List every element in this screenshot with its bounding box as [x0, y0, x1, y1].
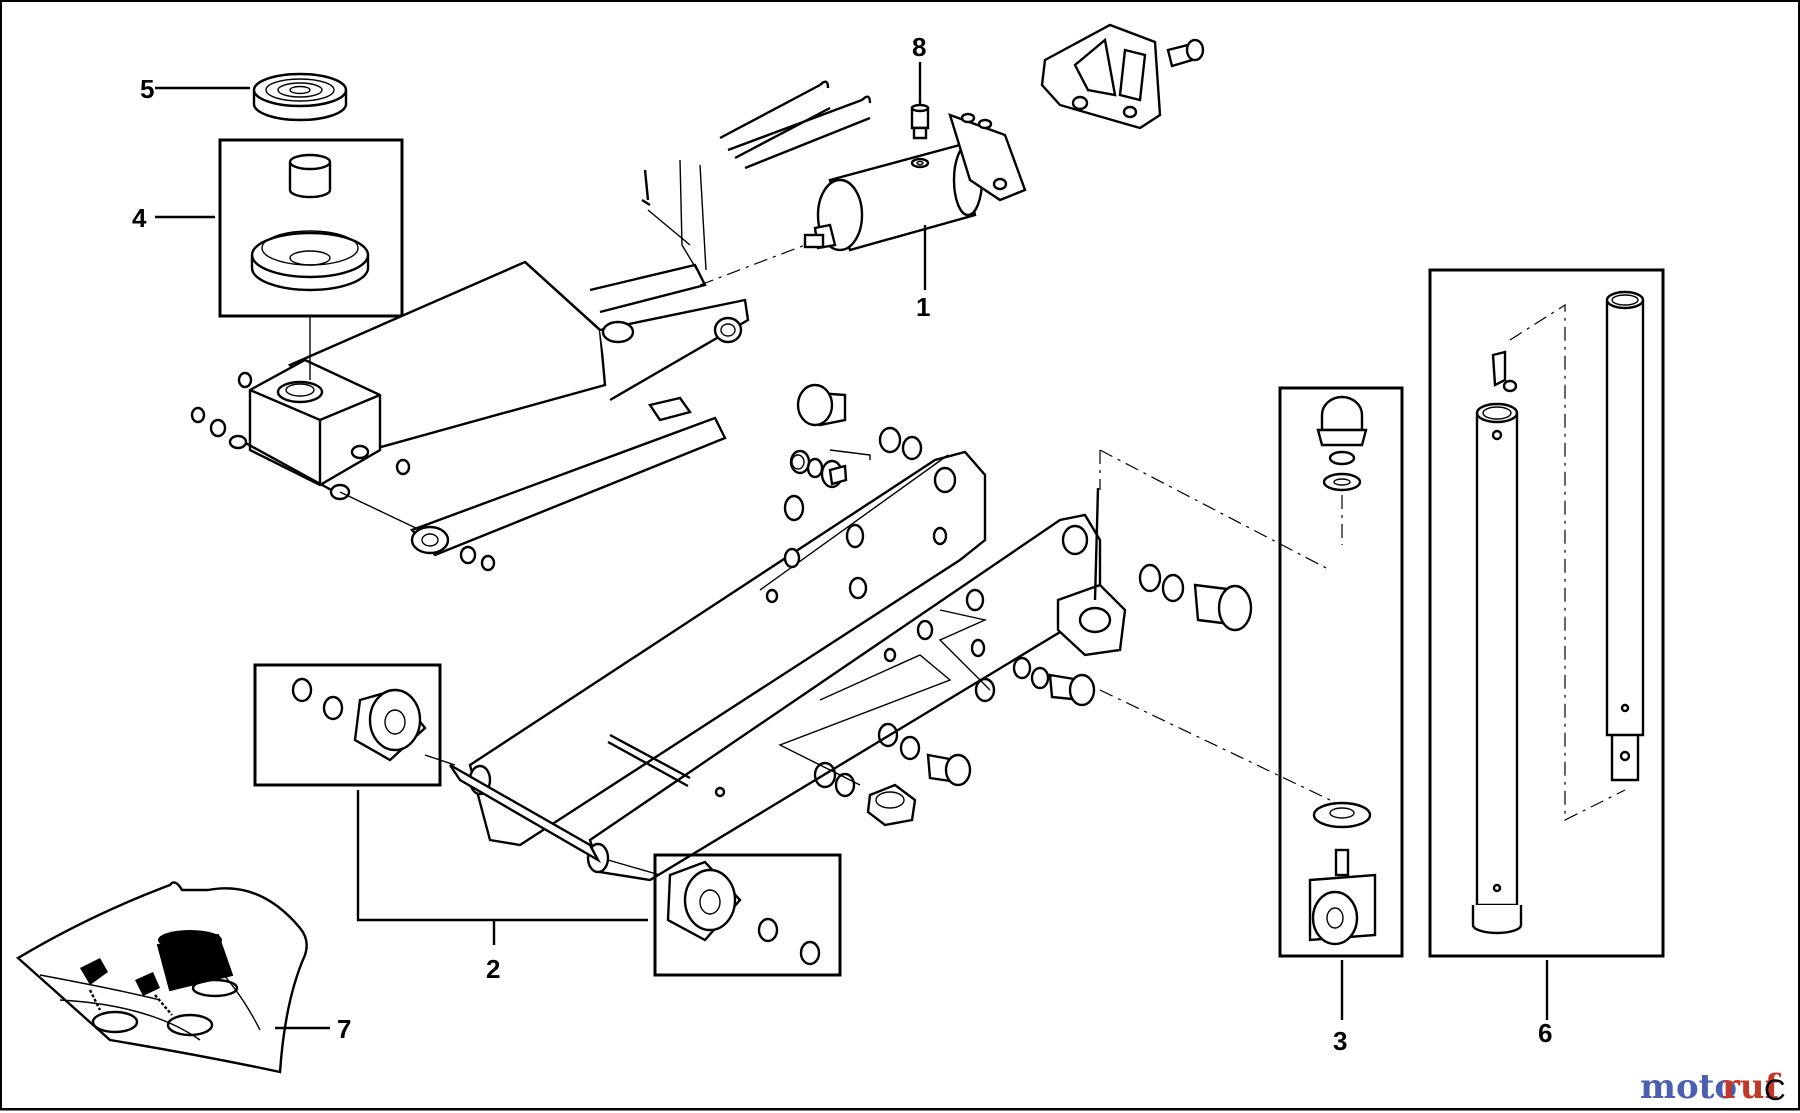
handle-kit-box [1428, 268, 1665, 958]
caster-guide-line-3 [1099, 689, 1331, 801]
link-arm [409, 396, 727, 557]
bracket-screw [1166, 38, 1205, 68]
lift-arm [228, 260, 750, 501]
cotter-pin [641, 169, 651, 207]
saddle-kit [250, 153, 370, 292]
callout-3: 3 [1333, 1026, 1347, 1056]
return-springs [719, 80, 872, 170]
spring-guide-line-2 [699, 164, 707, 271]
link-guide-line [339, 491, 421, 531]
saddle-washers [190, 371, 496, 572]
pump-axis-line [699, 244, 806, 286]
callout-7: 7 [337, 1014, 351, 1044]
front-roller-guide [607, 859, 661, 876]
frame-hardware [789, 383, 1253, 827]
pin-guide-line [647, 209, 691, 246]
saddle-pad [252, 72, 348, 122]
hydraulic-pump [803, 112, 1027, 252]
callout-4: 4 [132, 203, 147, 233]
frame-guide-lines [778, 449, 1100, 786]
handle-kit [1471, 290, 1645, 935]
front-roller-box [653, 853, 842, 977]
rear-roller-box [253, 663, 442, 787]
callout-2: 2 [486, 954, 500, 984]
filler-plug [910, 103, 930, 140]
saddle-kit-box [218, 138, 404, 318]
leader-2-left [356, 790, 648, 922]
rear-roller-kit [291, 677, 427, 762]
callout-8: 8 [912, 32, 926, 62]
watermark-logo: moto ruf C [1640, 1067, 1786, 1107]
caster-kit [1308, 395, 1377, 946]
callout-5: 5 [140, 74, 154, 104]
spring-guide-line [679, 159, 701, 276]
rear-roller-guide [424, 754, 456, 766]
watermark-text-c: C [1764, 1074, 1786, 1107]
watermark-text-a: moto [1640, 1067, 1737, 1107]
front-roller-kit [666, 860, 821, 966]
caster-guide-line-1 [1099, 449, 1331, 571]
callout-6: 6 [1538, 1018, 1552, 1048]
callout-1: 1 [916, 292, 930, 322]
watermark-text-b: ruf [1722, 1067, 1782, 1107]
jack-frame [449, 450, 1102, 882]
pump-bracket [1040, 23, 1162, 130]
seal-kit-bag [15, 881, 308, 1074]
caster-kit-box [1278, 386, 1404, 958]
